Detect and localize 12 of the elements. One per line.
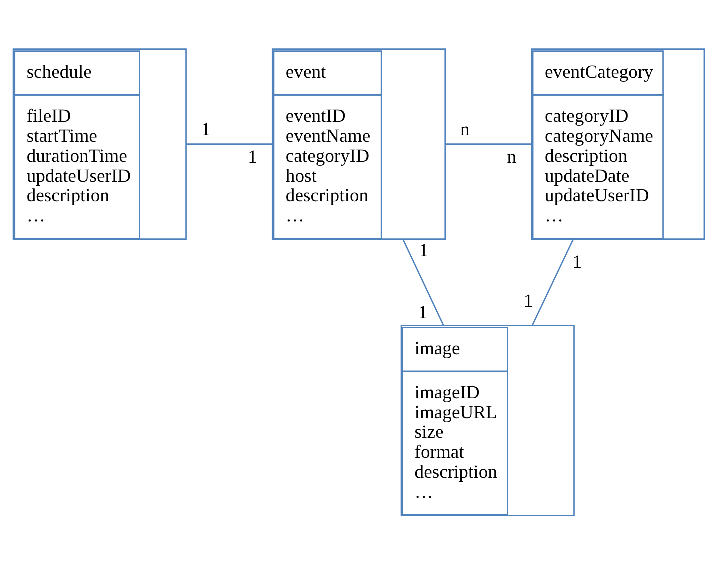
- label: 1: [418, 302, 428, 324]
- connector: [402, 238, 444, 326]
- label: 1: [572, 251, 582, 272]
- label: n: [460, 119, 470, 140]
- label: 1: [524, 290, 534, 312]
- connector: [186, 143, 272, 144]
- label: 1: [201, 119, 211, 140]
- connector: [532, 238, 574, 326]
- label: 1: [248, 146, 258, 168]
- label: n: [507, 146, 517, 168]
- connector: [446, 143, 532, 144]
- label: 1: [419, 240, 429, 261]
